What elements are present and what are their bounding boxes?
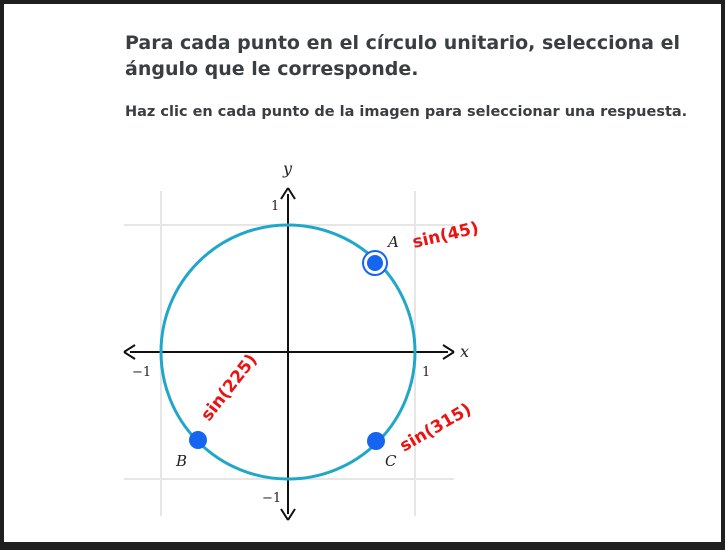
x-tick-label-neg: −1 (132, 365, 151, 380)
x-tick-label-pos: 1 (422, 365, 430, 380)
question-text: Para cada punto en el círculo unitario, … (125, 32, 681, 80)
y-tick-label-pos: 1 (271, 199, 279, 214)
point-b-dot (189, 431, 207, 449)
content-panel: Para cada punto en el círculo unitario, … (4, 4, 721, 542)
point-a-label: A (386, 233, 399, 251)
point-c-label: C (385, 452, 397, 470)
point-b[interactable] (189, 431, 207, 449)
y-axis-label: y (282, 159, 293, 178)
annotation-sin-315: sin(315) (397, 399, 475, 456)
annotation-sin-225: sin(225) (197, 350, 261, 425)
point-a[interactable] (362, 250, 388, 276)
point-c-dot (367, 432, 385, 450)
y-axis (280, 187, 296, 521)
x-axis-arrow-right (442, 344, 455, 360)
x-axis-arrow-left (123, 344, 136, 360)
x-axis-label: x (460, 342, 469, 361)
unit-circle (159, 223, 417, 481)
point-a-dot (367, 255, 383, 271)
annotation-sin-45: sin(45) (411, 218, 481, 253)
point-c[interactable] (367, 432, 385, 450)
instruction-text: Haz clic en cada punto de la imagen para… (125, 104, 688, 120)
y-tick-label-neg: −1 (262, 491, 281, 506)
unit-circle-graph: x y −1 1 1 −1 A B C sin(45) sin(225) sin… (123, 159, 481, 521)
y-axis-arrow-top (280, 187, 296, 200)
point-b-label: B (175, 452, 187, 470)
y-axis-arrow-bottom (280, 508, 296, 521)
